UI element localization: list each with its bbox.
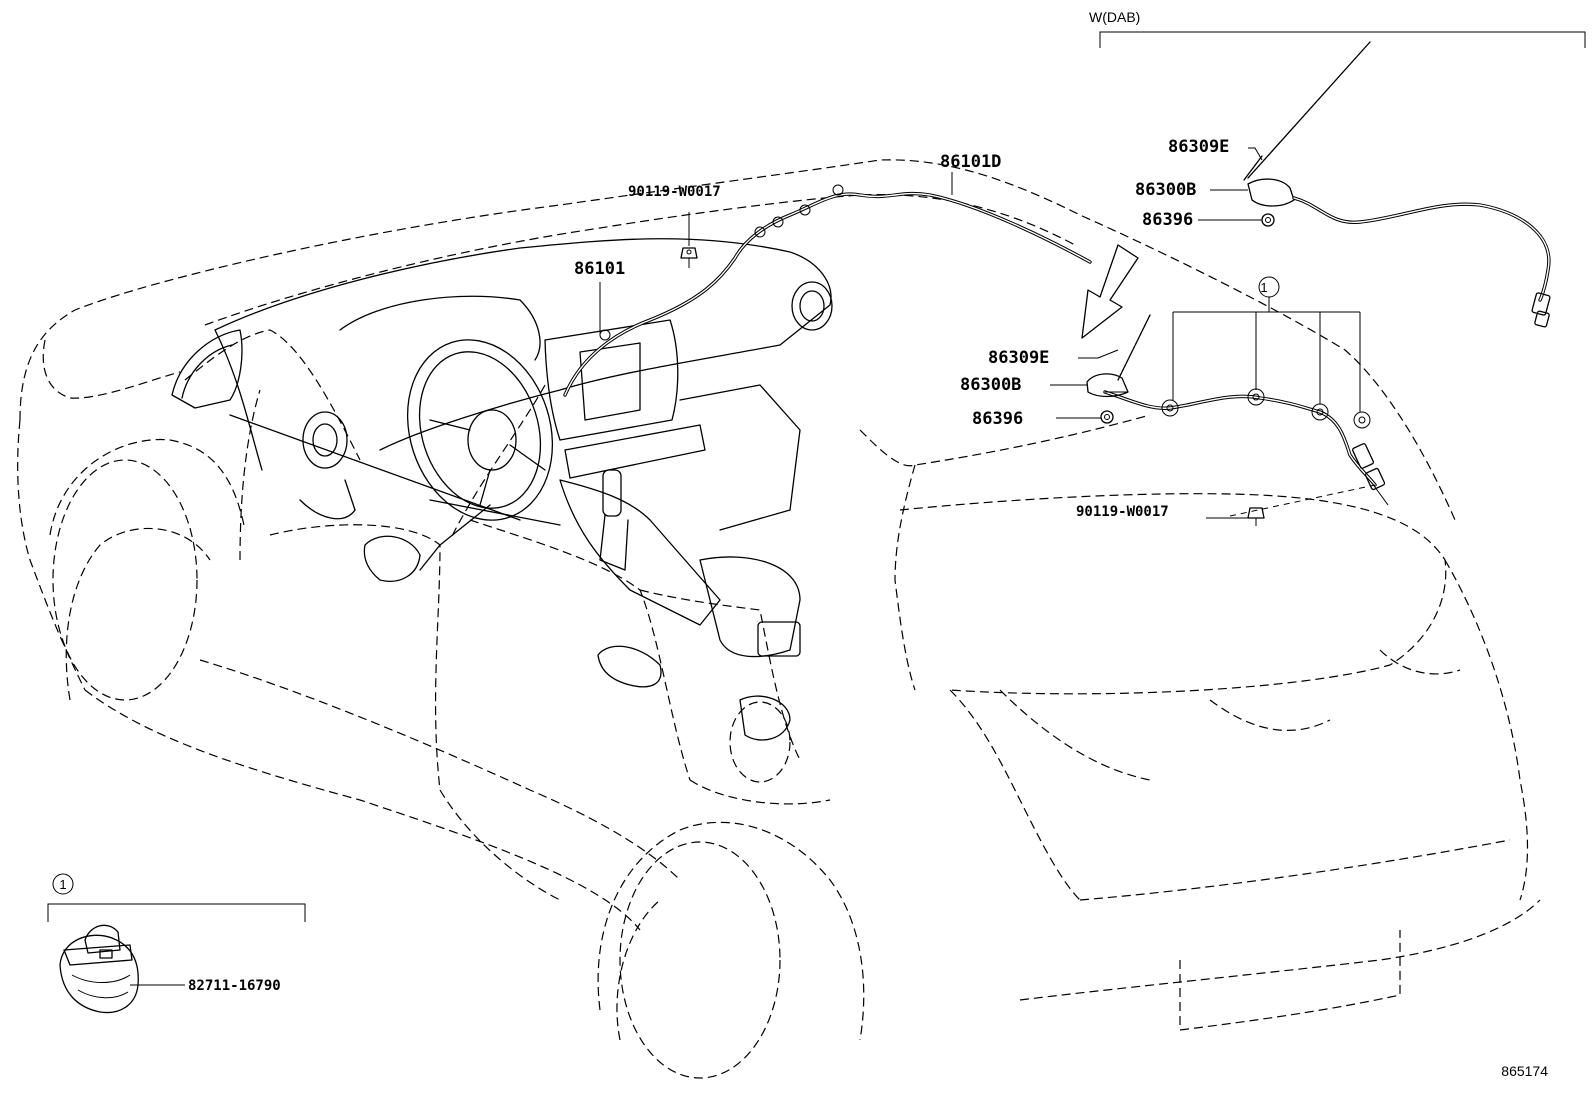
callout-screw-front: 90119-W0017 — [628, 184, 721, 200]
install-direction-arrow — [1081, 244, 1139, 339]
diagram-id: 865174 — [1501, 1063, 1548, 1079]
callout-antenna-base: 86300B — [960, 375, 1021, 395]
clip-marker — [1353, 411, 1371, 429]
callout-86101: 86101 — [574, 259, 625, 279]
callout-rod-antenna-detail: 86309E — [1168, 137, 1229, 157]
screw-rear — [1247, 507, 1265, 526]
callout-nut-detail: 86396 — [1142, 210, 1193, 230]
car-body-outline — [17, 159, 1541, 1079]
callout-screw-rear: 90119-W0017 — [1076, 504, 1169, 520]
callout-antenna-base-detail: 86300B — [1135, 180, 1196, 200]
roof-antenna-assembly — [1081, 244, 1151, 424]
inset-clamp: 1 — [47, 873, 306, 1014]
clip-ref-mark: 1 — [1260, 280, 1267, 295]
interior-linework — [171, 238, 833, 783]
screw-front — [680, 247, 698, 268]
variant-label: W(DAB) — [1089, 9, 1140, 25]
callout-clamp: 82711-16790 — [188, 978, 281, 994]
dab-detail — [1099, 31, 1586, 328]
clip-marker — [1161, 399, 1179, 417]
inset-ref-mark: 1 — [59, 877, 66, 892]
callout-nut: 86396 — [972, 409, 1023, 429]
callout-rod-antenna: 86309E — [988, 348, 1049, 368]
callout-86101D: 86101D — [940, 152, 1001, 172]
roof-cable-86101D — [1103, 388, 1389, 506]
leader-lines — [130, 147, 1376, 986]
clip-reference-bracket — [1172, 276, 1361, 412]
